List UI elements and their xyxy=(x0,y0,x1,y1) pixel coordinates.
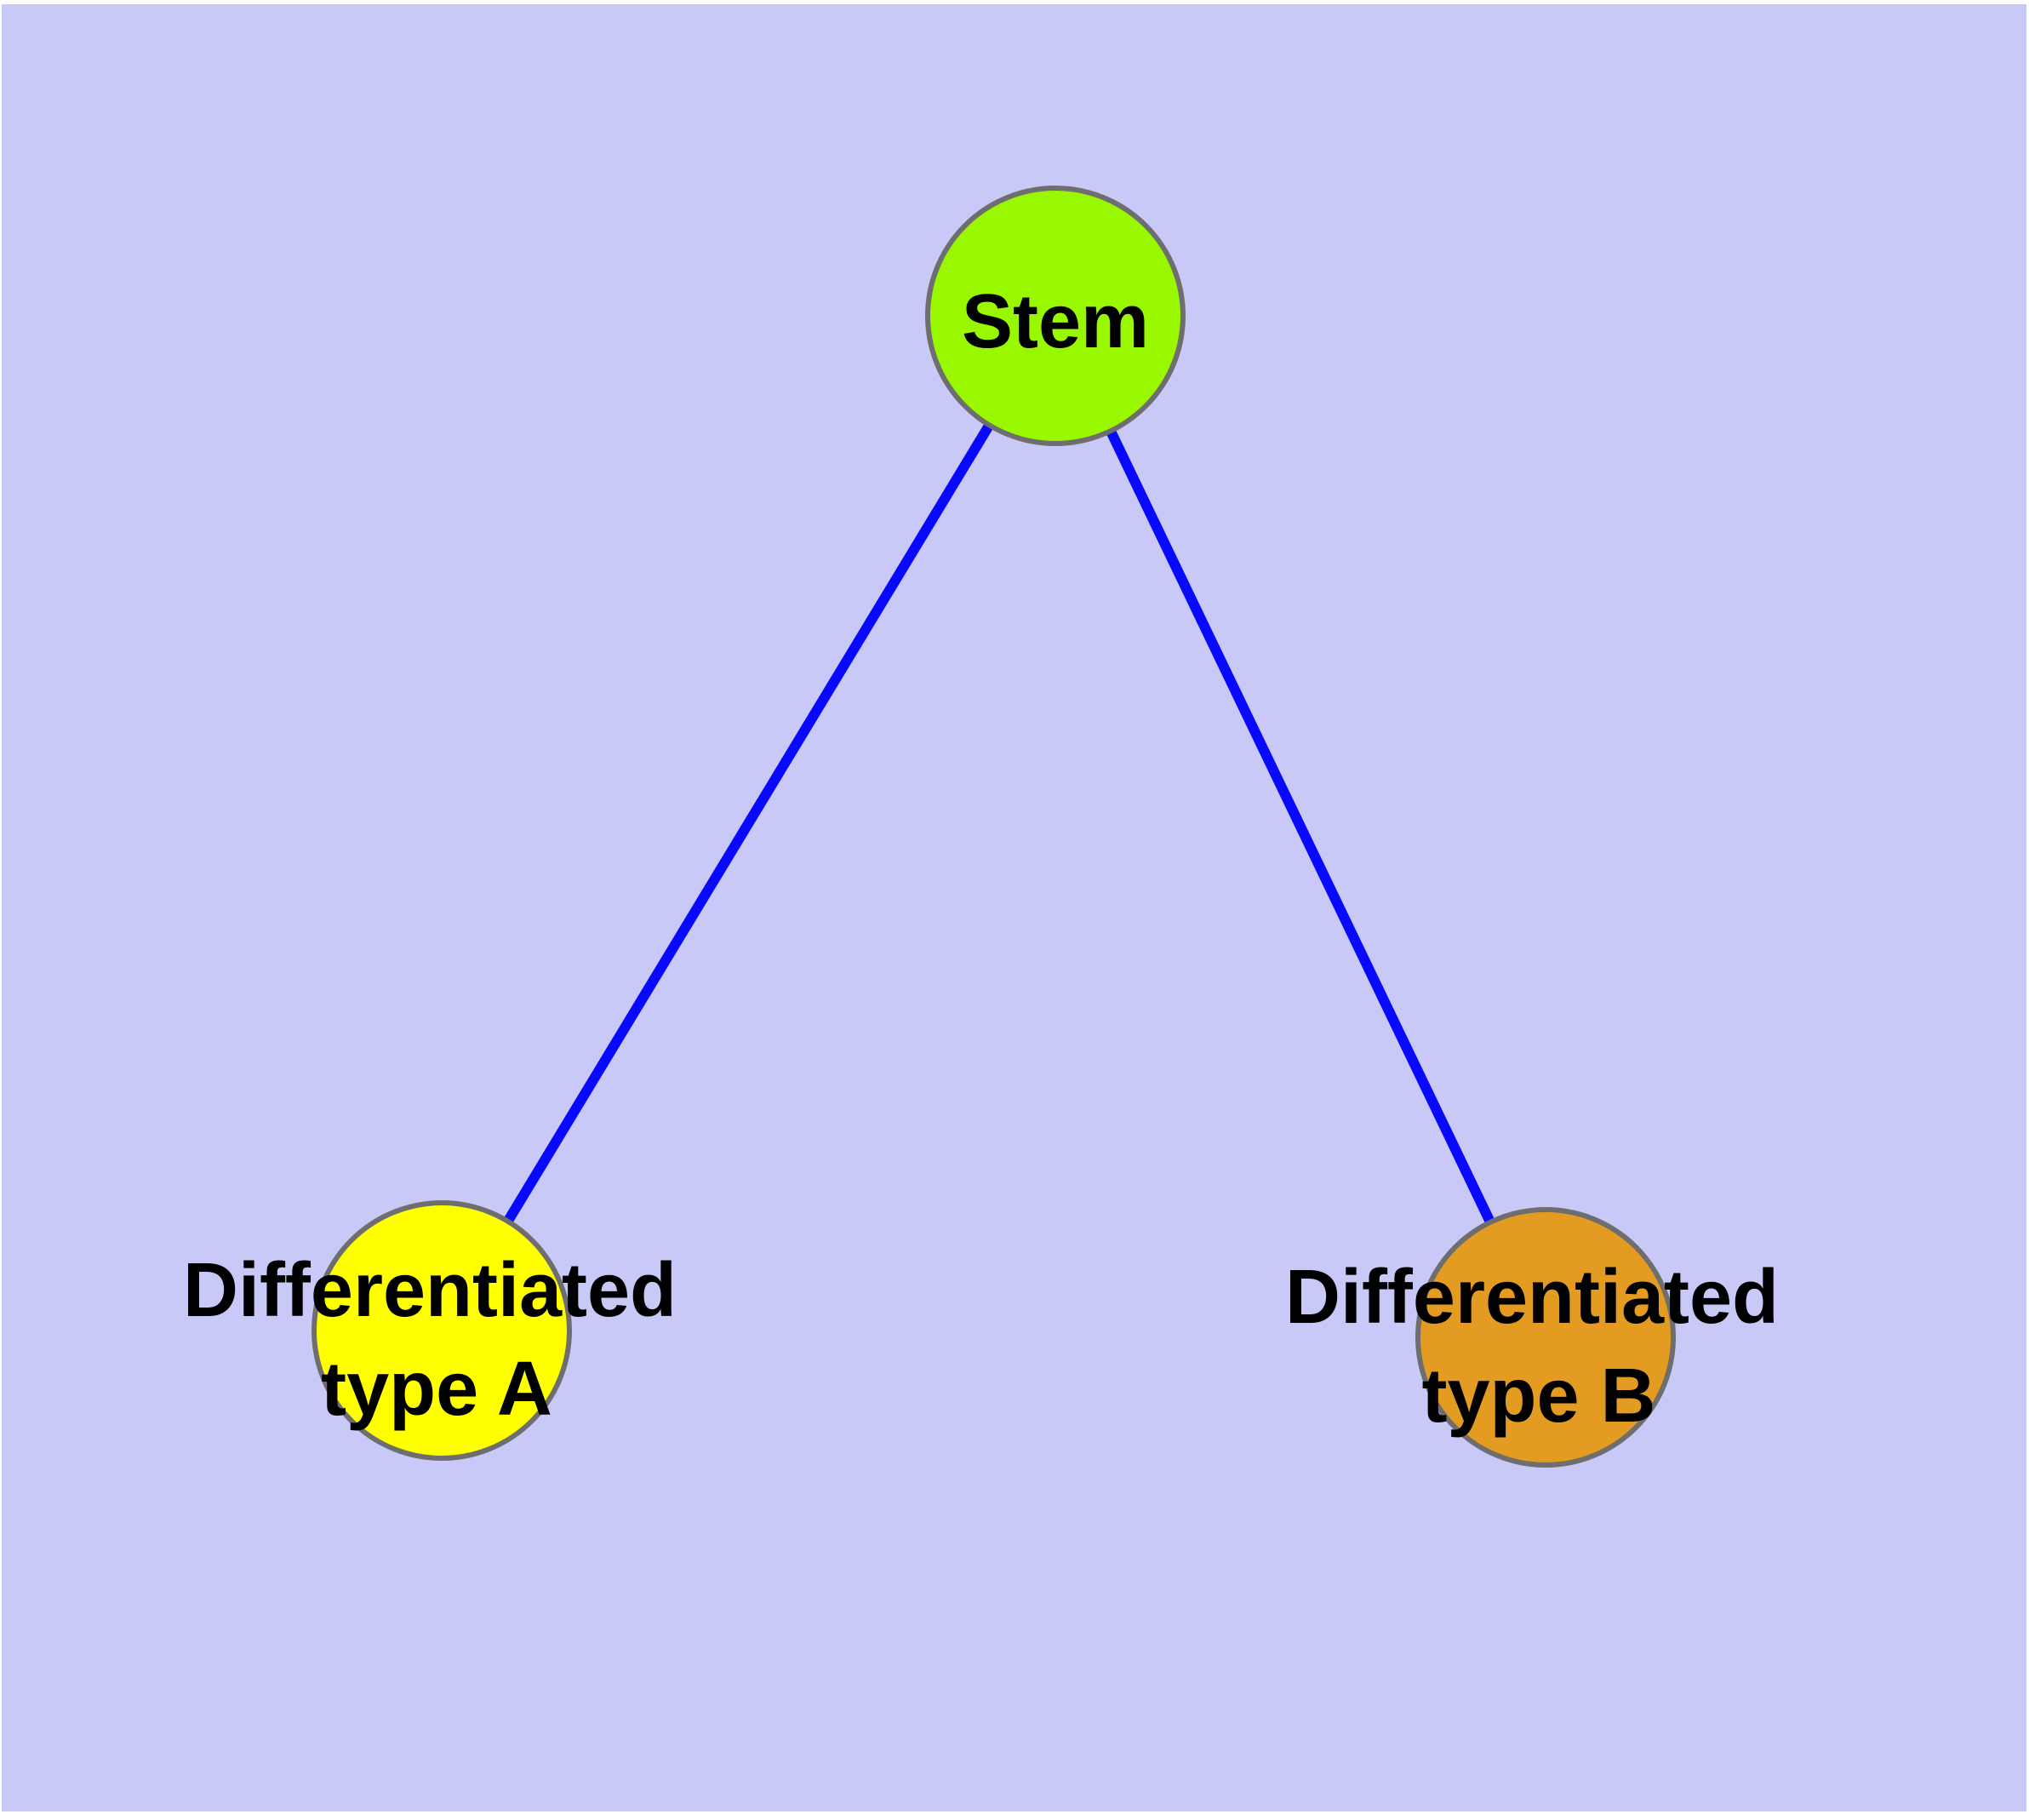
node-stem[interactable] xyxy=(925,186,1186,446)
edge-stem-to-type-b[interactable] xyxy=(1050,313,1551,1340)
node-type-a[interactable] xyxy=(311,1200,572,1461)
node-type-a-label-line-1: Differentiated xyxy=(183,1248,677,1333)
node-type-b[interactable] xyxy=(1415,1207,1676,1468)
node-stem-label: Stem xyxy=(962,279,1149,364)
edge-stem-to-type-a[interactable] xyxy=(437,312,1060,1334)
node-type-b-label-line-2: type B xyxy=(1421,1354,1655,1439)
node-type-b-label-line-1: Differentiated xyxy=(1285,1255,1779,1340)
node-type-a-label-line-2: type A xyxy=(321,1347,552,1432)
